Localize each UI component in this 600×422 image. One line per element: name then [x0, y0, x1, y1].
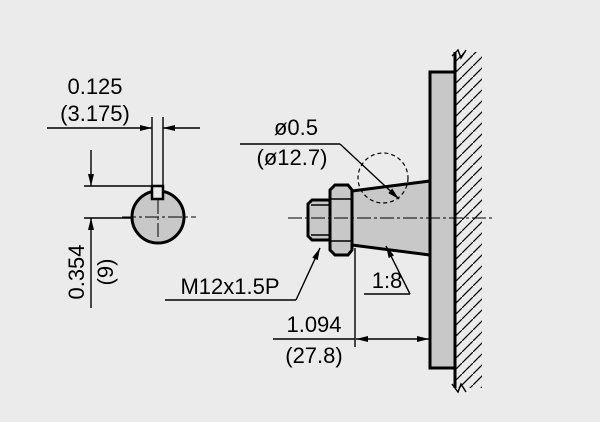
- detail-circle: [357, 152, 409, 204]
- keyway-width-mm-label: (3.175): [60, 101, 130, 126]
- shaft-length-mm-label: (27.8): [285, 343, 342, 368]
- thread-callout-leader: [295, 247, 321, 301]
- shaft-diameter-inch-label: ø0.5: [274, 115, 318, 140]
- keyway-width-inch-label: 0.125: [67, 74, 122, 99]
- keyway-height-mm-label: (9): [93, 259, 118, 286]
- taper-callout-leader: [385, 245, 411, 295]
- hex-nut: [328, 183, 354, 257]
- threaded-end: [306, 198, 332, 242]
- shaft-length-inch-label: 1.094: [286, 312, 341, 337]
- taper-ratio-label: 1:8: [372, 268, 403, 293]
- shaft-diameter-mm-label: (ø12.7): [257, 145, 328, 170]
- keyway-notch: [150, 184, 165, 201]
- mounting-flange: [428, 70, 457, 370]
- wall-hatching: [455, 52, 482, 388]
- wall-break-bottom: [451, 382, 467, 394]
- wall-break-top: [451, 48, 467, 60]
- keyway-height-inch-label: 0.354: [64, 244, 89, 299]
- cross-section-view: 0.125 (3.175) 0.354 (9): [47, 74, 200, 308]
- diameter-callout-leader: [339, 143, 400, 200]
- side-view: ø0.5 (ø12.7) M12x1.5P 1:8 1.094 (27.8): [165, 48, 492, 394]
- thread-spec-label: M12x1.5P: [180, 274, 279, 299]
